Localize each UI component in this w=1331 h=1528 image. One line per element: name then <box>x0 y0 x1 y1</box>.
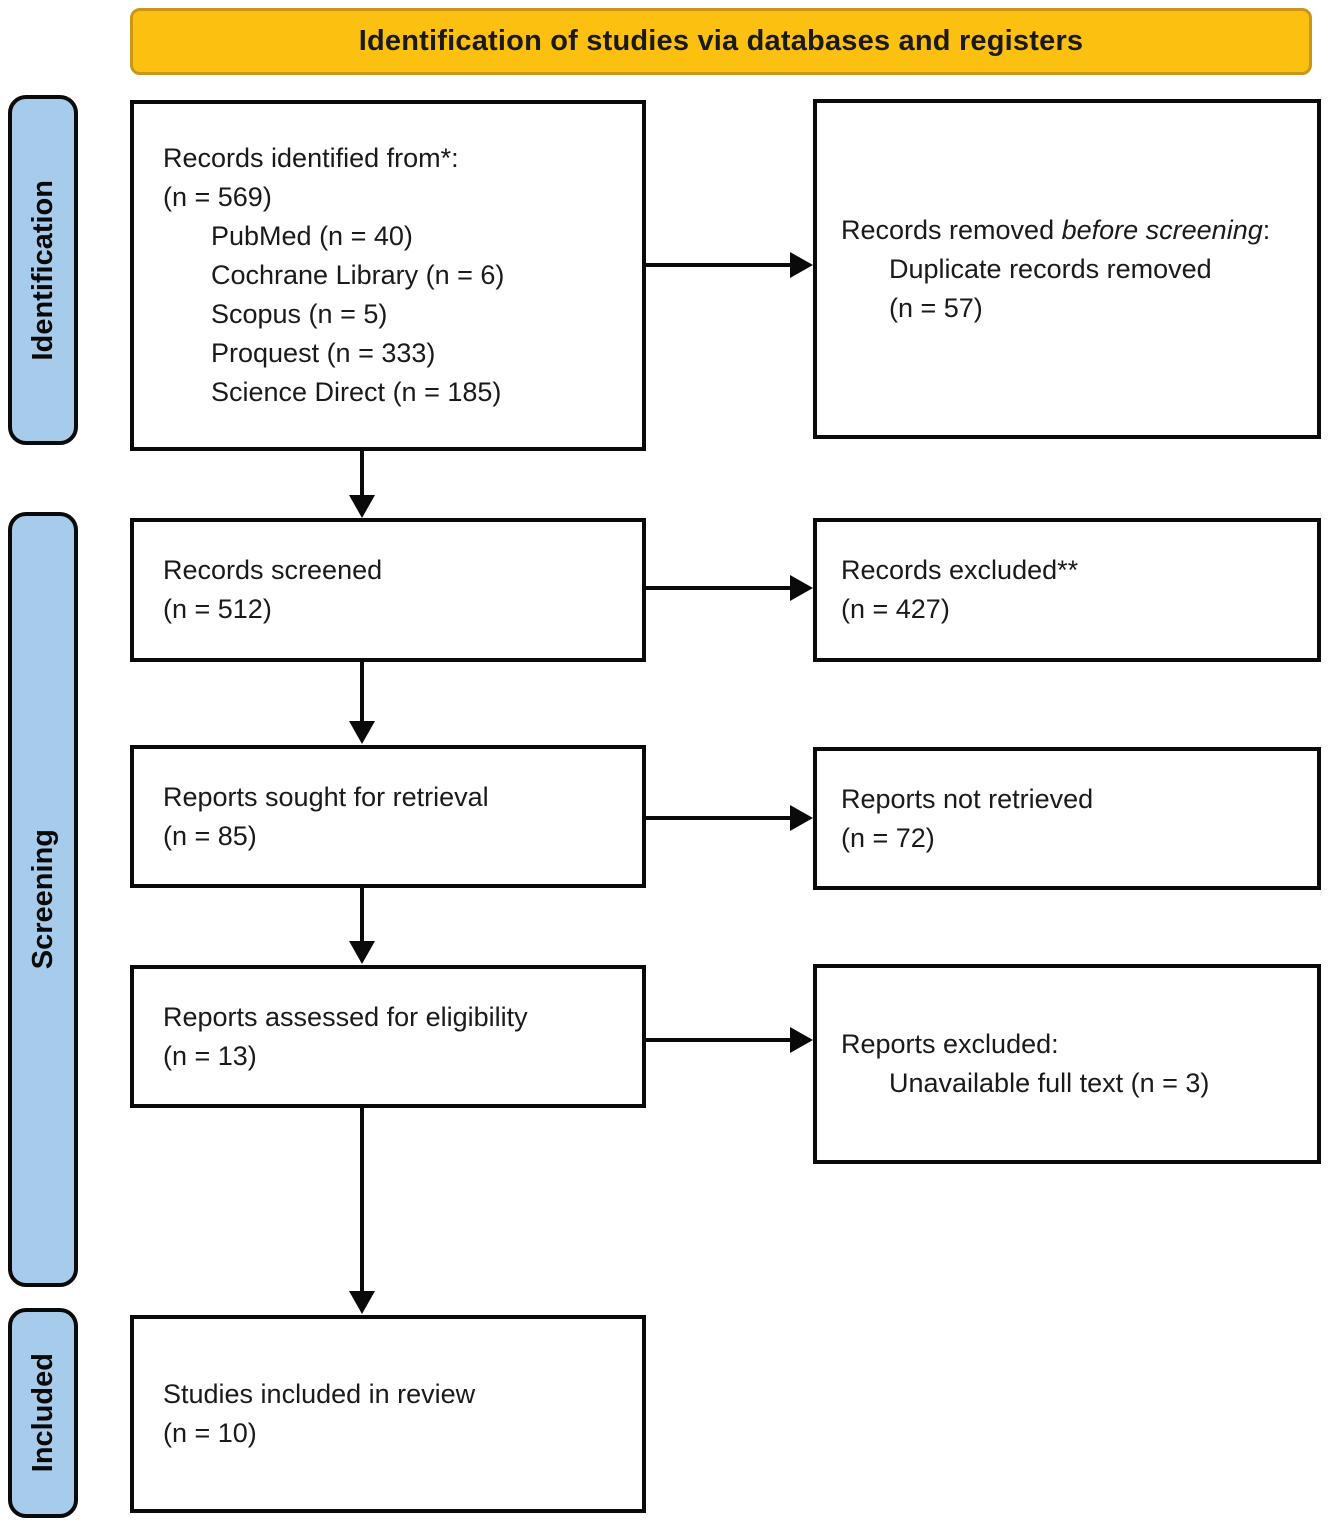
reports-not-retrieved-count: (n = 72) <box>841 822 935 853</box>
records-removed-colon: : <box>1262 214 1271 245</box>
records-removed-italic: before screening <box>1061 214 1263 245</box>
arrow-line <box>360 662 364 723</box>
duplicates-removed-label: Duplicate records removed <box>889 253 1212 284</box>
records-excluded-count: (n = 427) <box>841 594 950 624</box>
box-reports-excluded: Reports excluded: Unavailable full text … <box>813 964 1321 1164</box>
records-removed-heading: Records removed before screening: <box>841 211 1309 250</box>
source-pubmed: PubMed (n = 40) <box>211 221 413 251</box>
arrow-line <box>646 816 792 820</box>
reports-assessed-count: (n = 13) <box>163 1040 257 1071</box>
box-reports-assessed: Reports assessed for eligibility (n = 13… <box>130 965 646 1108</box>
box-reports-not-retrieved: Reports not retrieved (n = 72) <box>813 747 1321 890</box>
stage-bar-included: Included <box>8 1308 78 1518</box>
arrow-line <box>360 888 364 943</box>
arrow-head-icon <box>790 1027 813 1053</box>
arrow-head-icon <box>349 495 375 518</box>
reports-sought-heading: Reports sought for retrieval <box>163 781 489 812</box>
records-identified-count: (n = 569) <box>163 182 272 212</box>
studies-included-heading: Studies included in review <box>163 1379 476 1409</box>
stage-bar-identification: Identification <box>8 95 78 445</box>
arrow-line <box>360 1108 364 1293</box>
records-screened-count: (n = 512) <box>163 594 272 624</box>
arrow-line <box>360 451 364 497</box>
records-removed-text: Records removed <box>841 214 1062 245</box>
box-records-screened: Records screened (n = 512) <box>130 518 646 662</box>
reports-not-retrieved-heading: Reports not retrieved <box>841 783 1094 814</box>
records-identified-heading: Records identified from*: <box>163 143 459 173</box>
stage-label-screening: Screening <box>26 829 59 970</box>
reports-sought-count: (n = 85) <box>163 820 257 851</box>
source-proquest: Proquest (n = 333) <box>211 338 436 368</box>
box-records-excluded: Records excluded** (n = 427) <box>813 518 1321 662</box>
reports-assessed-heading: Reports assessed for eligibility <box>163 1001 528 1032</box>
stage-label-identification: Identification <box>26 179 59 361</box>
arrow-line <box>646 586 792 590</box>
arrow-head-icon <box>349 941 375 964</box>
box-records-identified: Records identified from*: (n = 569) PubM… <box>130 100 646 451</box>
stage-bar-screening: Screening <box>8 512 78 1287</box>
arrow-head-icon <box>349 1291 375 1314</box>
arrow-head-icon <box>349 721 375 744</box>
source-scopus: Scopus (n = 5) <box>211 299 388 329</box>
box-records-removed: Records removed before screening: Duplic… <box>813 99 1321 439</box>
box-reports-sought: Reports sought for retrieval (n = 85) <box>130 745 646 888</box>
records-excluded-heading: Records excluded** <box>841 555 1079 585</box>
stage-label-included: Included <box>26 1353 59 1473</box>
source-cochrane: Cochrane Library (n = 6) <box>211 260 505 290</box>
arrow-line <box>646 1038 792 1042</box>
box-studies-included: Studies included in review (n = 10) <box>130 1315 646 1513</box>
arrow-head-icon <box>790 575 813 601</box>
reports-excluded-heading: Reports excluded: <box>841 1029 1059 1059</box>
arrow-head-icon <box>790 805 813 831</box>
source-science-direct: Science Direct (n = 185) <box>211 377 502 407</box>
arrow-line <box>646 263 792 267</box>
unavailable-fulltext-label: Unavailable full text (n = 3) <box>889 1068 1210 1098</box>
diagram-title: Identification of studies via databases … <box>358 25 1084 57</box>
arrow-head-icon <box>790 252 813 278</box>
diagram-title-banner: Identification of studies via databases … <box>130 8 1312 75</box>
studies-included-count: (n = 10) <box>163 1418 257 1448</box>
duplicates-removed-count: (n = 57) <box>889 292 983 323</box>
records-screened-heading: Records screened <box>163 555 383 585</box>
